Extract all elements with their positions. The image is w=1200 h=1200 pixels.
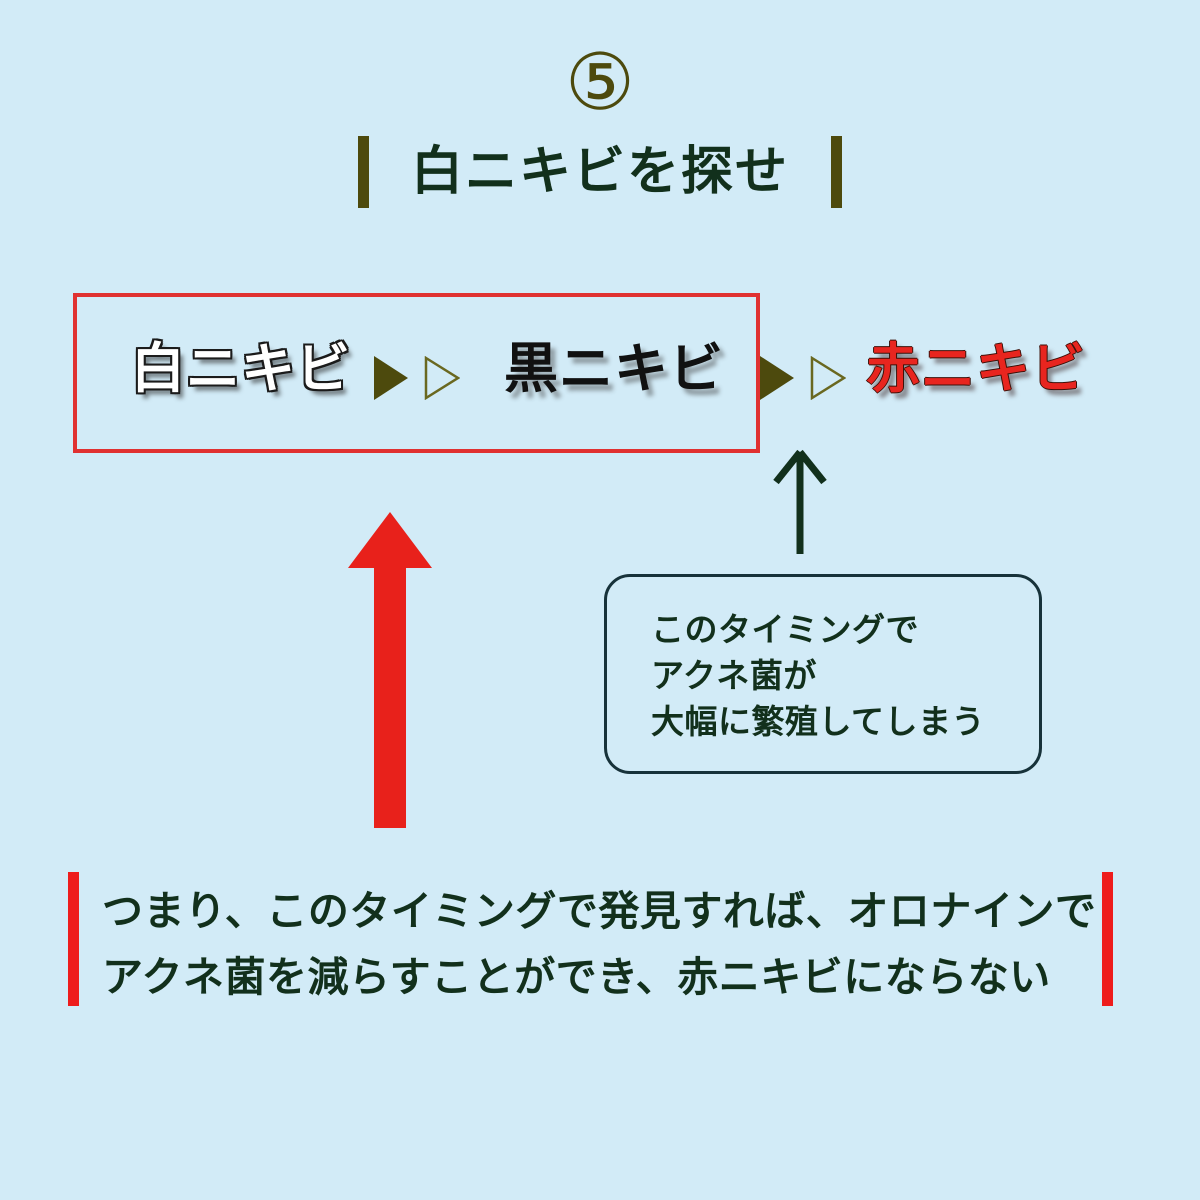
step-number: ⑤ bbox=[565, 38, 635, 128]
emphasis-arrow-icon bbox=[348, 512, 432, 828]
conclusion-text: つまり、このタイミングで発見すれば、オロナインで アクネ菌を減らすことができ、赤… bbox=[102, 888, 1097, 1000]
triangle-outline-icon bbox=[810, 356, 846, 400]
stage-separator-1 bbox=[374, 356, 460, 400]
conclusion-bar-right bbox=[1102, 872, 1113, 1006]
callout-text: このタイミングで アクネ菌が 大幅に繁殖してしまう bbox=[651, 611, 986, 740]
callout-pointer-arrow-icon bbox=[770, 446, 830, 556]
stage-label-white-acne: 白ニキビ bbox=[131, 339, 351, 399]
triangle-outline-icon bbox=[424, 356, 460, 400]
stage-label-red-acne: 赤ニキビ bbox=[866, 339, 1086, 399]
highlight-box bbox=[73, 293, 760, 453]
page-title: 白ニキビを探せ bbox=[410, 143, 789, 201]
conclusion-bar-left bbox=[68, 872, 79, 1006]
triangle-filled-icon bbox=[760, 356, 794, 400]
title-row: 白ニキビを探せ bbox=[0, 136, 1200, 208]
title-bar-right bbox=[831, 136, 842, 208]
callout-box: このタイミングで アクネ菌が 大幅に繁殖してしまう bbox=[604, 574, 1042, 774]
title-bar-left bbox=[357, 136, 369, 208]
triangle-filled-icon bbox=[374, 356, 408, 400]
stage-label-black-acne: 黒ニキビ bbox=[504, 339, 724, 399]
stage-separator-2 bbox=[760, 356, 846, 400]
